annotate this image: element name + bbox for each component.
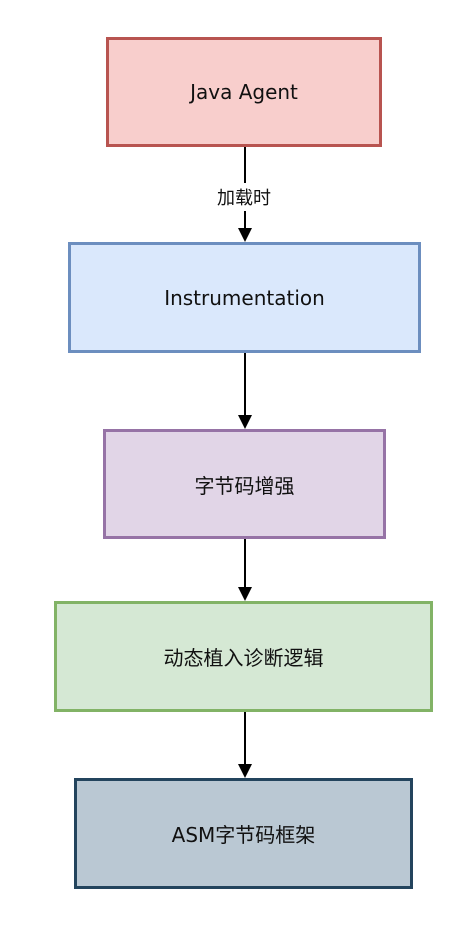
arrowhead-icon [238, 764, 252, 778]
node-label: 字节码增强 [194, 473, 295, 498]
node-label: Java Agent [190, 80, 298, 104]
node-label: 动态植入诊断逻辑 [163, 646, 324, 670]
node-bytecode-enhancement[interactable]: 字节码增强 [103, 429, 386, 539]
node-java-agent[interactable]: Java Agent [106, 37, 382, 147]
node-asm-framework[interactable]: ASM字节码框架 [74, 778, 413, 889]
edge-label-text: 加载时 [217, 188, 271, 209]
node-label: Instrumentation [164, 285, 325, 310]
arrowhead-icon [238, 415, 252, 429]
node-dynamic-diagnostic-logic[interactable]: 动态植入诊断逻辑 [54, 601, 433, 712]
arrowhead-icon [238, 587, 252, 601]
node-label: ASM字节码框架 [171, 823, 316, 847]
arrowhead-icon [238, 228, 252, 242]
node-instrumentation[interactable]: Instrumentation [68, 242, 421, 353]
edge-label-load-time: 加载时 [205, 183, 283, 211]
